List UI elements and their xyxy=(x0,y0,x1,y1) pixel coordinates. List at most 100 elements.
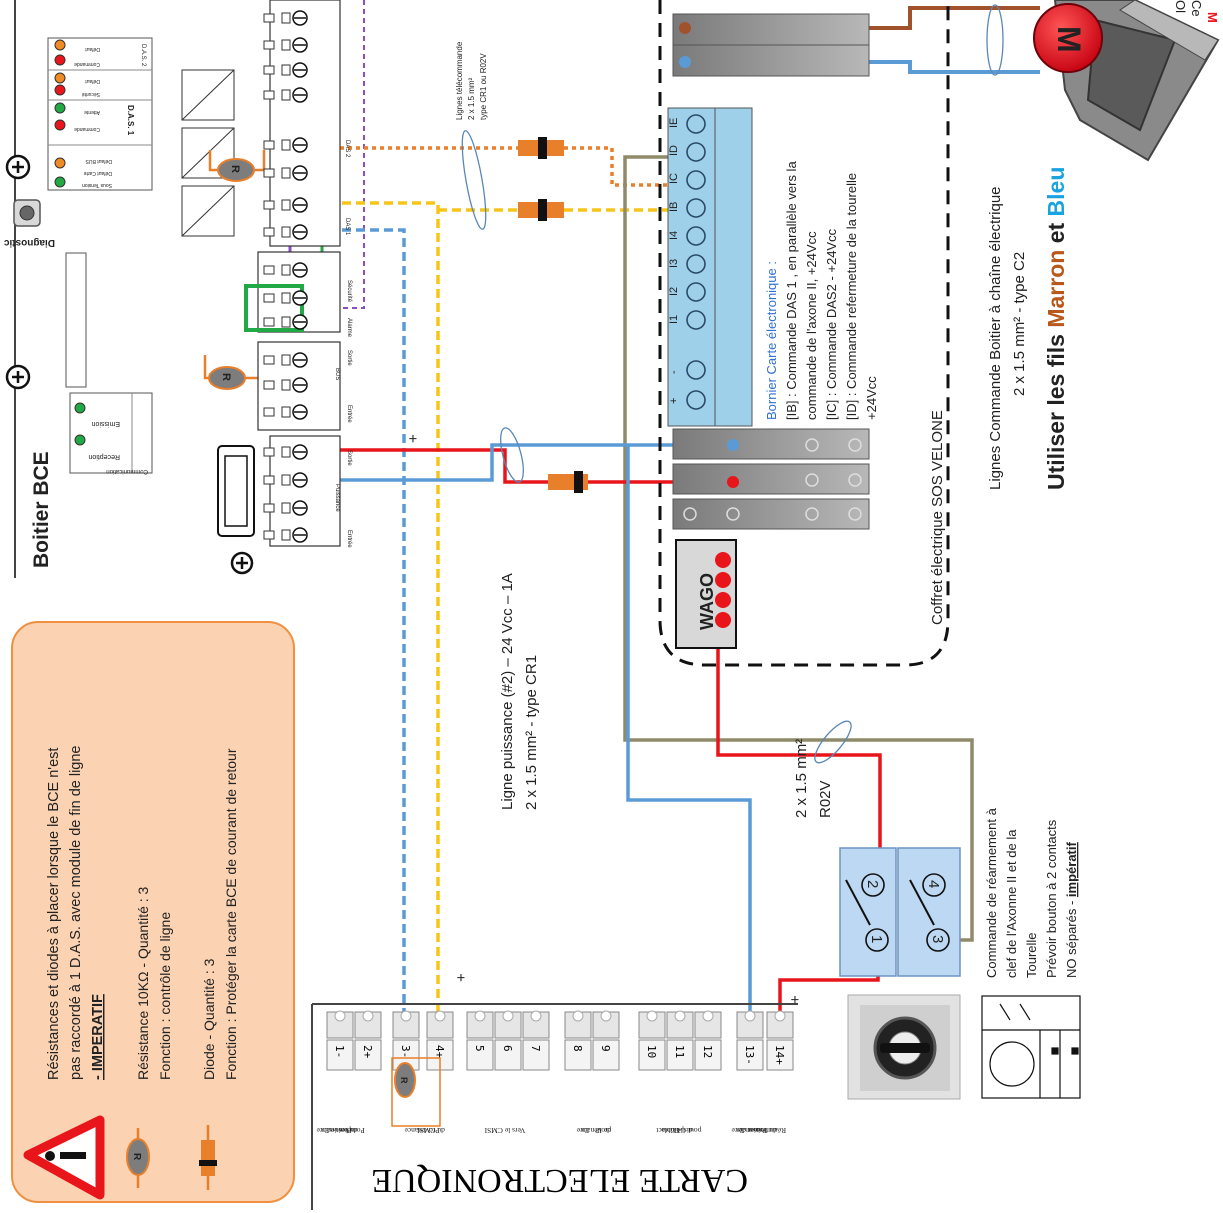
diagnostic-label: Diagnostic xyxy=(3,237,55,248)
coffret-sos-velone: Coffret électrique SOS VELONE +-I1I2I3I4… xyxy=(658,0,950,667)
svg-text:Puissance: Puissance xyxy=(334,484,340,512)
chain-label1: Lignes Commande Boitier à chaîne électri… xyxy=(987,186,1004,490)
terminal-screws xyxy=(263,10,308,543)
rearmement-button[interactable]: 1 2 3 4 xyxy=(839,847,961,977)
svg-text:3: 3 xyxy=(929,935,946,943)
carte-group-caption: Provenance xyxy=(731,1126,767,1135)
diode-legend-icon xyxy=(199,1125,217,1190)
carte-terminal-label: 7 xyxy=(529,1045,542,1052)
utiliser-label: Utiliser les fils Marron et Bleu xyxy=(1043,167,1069,490)
svg-text:Reception: Reception xyxy=(88,453,120,460)
terminal-screw xyxy=(263,290,308,306)
carte-group-caption: du boitier de xyxy=(738,1126,777,1135)
terminal-screw xyxy=(263,472,308,488)
screw-icon xyxy=(5,154,31,180)
svg-text:Défaut Carte: Défaut Carte xyxy=(83,170,112,176)
carte-terminal: 5 xyxy=(466,1010,494,1071)
svg-text:clef de l'Axonne II et de la: clef de l'Axonne II et de la xyxy=(1004,829,1019,978)
terminal-screw xyxy=(263,165,308,181)
terminal-screw xyxy=(263,444,308,460)
plus-sign: + xyxy=(453,973,470,982)
cable-ellipse-puissance xyxy=(500,427,524,483)
led-panel xyxy=(47,37,153,191)
cable-markers xyxy=(461,4,1004,764)
wire-orange xyxy=(300,146,668,187)
carte-terminal-label: 14+ xyxy=(773,1045,786,1065)
svg-text:Commande: Commande xyxy=(74,61,100,67)
carte-terminal-label: 10 xyxy=(645,1045,658,1058)
svg-text:Ce: Ce xyxy=(1189,0,1204,17)
carte-group-caption: Vers le CMSI xyxy=(484,1126,525,1135)
carte-terminal: 3- xyxy=(392,1010,420,1071)
svg-text:Ol: Ol xyxy=(1173,0,1188,13)
resistor-icon: R xyxy=(394,1062,416,1098)
svg-text:DAS 1: DAS 1 xyxy=(344,218,350,236)
cable-ellipse-telecommande xyxy=(461,130,487,230)
svg-text:+24Vcc: +24Vcc xyxy=(864,376,879,420)
led-defaut xyxy=(54,72,66,84)
led-reception xyxy=(74,434,86,446)
terminal-screw xyxy=(263,404,308,420)
carte-terminal: 1- xyxy=(326,1010,354,1071)
diode-markers xyxy=(518,137,588,493)
key-switch-photo xyxy=(847,994,961,1100)
chain-label2: 2 x 1.5 mm² - type C2 xyxy=(1011,252,1028,396)
alarme-bridge xyxy=(244,284,304,332)
svg-text:Attente: Attente xyxy=(84,109,100,115)
svg-text:Sortie: Sortie xyxy=(346,450,352,466)
carte-terminal: 12 xyxy=(694,1010,722,1071)
warning-line1: Résistances et diodes à placer lorsque l… xyxy=(46,748,62,1080)
wire-olive xyxy=(623,155,974,942)
svg-text:Commande: Commande xyxy=(74,126,100,132)
screw-icon xyxy=(5,364,31,390)
carte-terminal-label: 5 xyxy=(473,1045,486,1052)
carte-terminal: 2+ xyxy=(354,1010,382,1071)
svg-text:Alarme: Alarme xyxy=(346,318,352,338)
bornier-pin-label: I1 xyxy=(668,315,680,324)
svg-text:Tourelle: Tourelle xyxy=(1024,932,1039,978)
terminal-screw xyxy=(263,10,308,26)
warning-box: Résistances et diodes à placer lorsque l… xyxy=(11,621,295,1203)
motor-icon xyxy=(1033,3,1103,73)
led-commande xyxy=(54,119,66,131)
motor-tourelle: M xyxy=(1033,0,1220,162)
led-defaut-das2 xyxy=(54,39,66,51)
carte-group-caption: Provenance xyxy=(404,1126,440,1135)
plus-sign: + xyxy=(405,434,422,443)
svg-text:Défaut: Défaut xyxy=(85,78,100,84)
bornier-pin: I1 xyxy=(668,310,706,330)
bornier-pcb[interactable] xyxy=(667,107,753,427)
bornier-pin: ID xyxy=(668,142,706,162)
bornier-pin: I3 xyxy=(668,254,706,274)
bornier-pin: IB xyxy=(668,198,706,218)
led-labels: Sous Tension Défaut Carte Défaut BUS Com… xyxy=(74,46,112,188)
top-fragments: M Ce Ol xyxy=(1173,0,1220,23)
warning-icon xyxy=(23,1115,105,1200)
carte-terminal-label: 9 xyxy=(599,1045,612,1052)
carte-terminal: 14+ xyxy=(766,1010,794,1071)
carte-title: CARTE ELECTRONIQUE xyxy=(371,1162,748,1199)
carte-terminal: 6 xyxy=(494,1010,522,1071)
resistor-desc2: Fonction : contrôle de ligne xyxy=(157,912,173,1080)
das1-label: D.A.S. 1 xyxy=(126,105,135,136)
battery-connector xyxy=(217,445,255,537)
svg-text:Sécurité: Sécurité xyxy=(346,280,352,303)
wire-blue-carte xyxy=(626,445,752,1018)
svg-text:Communication: Communication xyxy=(106,468,148,474)
svg-text:Emission: Emission xyxy=(91,420,120,427)
svg-text:Entrée: Entrée xyxy=(346,405,352,423)
carte-terminal-label: 8 xyxy=(571,1045,584,1052)
carte-group-caption: disponible xyxy=(661,1126,693,1135)
carte-terminal: 7 xyxy=(522,1010,550,1071)
carte-group-caption: du boitier xyxy=(328,1126,357,1135)
svg-text:Défaut: Défaut xyxy=(85,46,100,52)
terminal-labels: Entrée Puissance Sortie Entrée BUS Sorti… xyxy=(334,140,352,548)
carte-group-caption: Contact xyxy=(655,1126,679,1135)
led-sous-tension xyxy=(54,176,66,188)
carte-terminal-label: 3- xyxy=(399,1045,412,1058)
switch-schematic xyxy=(981,995,1081,1099)
power-terminal-strips xyxy=(672,428,870,530)
terminal-screw xyxy=(263,197,308,213)
terminal-screw xyxy=(263,352,308,368)
